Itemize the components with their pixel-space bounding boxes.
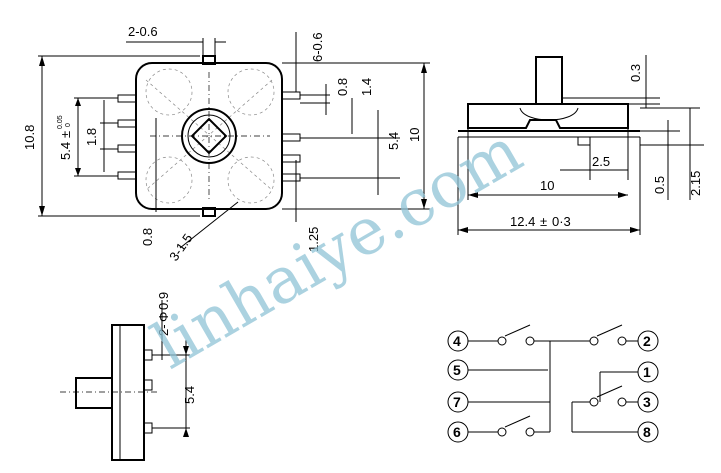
svg-text:6: 6 [453,424,461,440]
svg-text:±: ± [58,131,73,138]
svg-text:4: 4 [453,333,461,349]
dim-0.3: 0.3 [628,64,643,82]
svg-text:2: 2 [643,333,651,349]
dim-10-top: 10 [407,128,422,142]
schematic: 4 5 7 6 2 1 3 8 [447,324,659,443]
shaft-square [190,117,228,155]
contact-circle [145,68,193,116]
dim-6-0.6: 6-0.6 [310,32,325,62]
dim-5.4-front: 5.4 [182,386,197,404]
bottom-tab [202,207,216,217]
dim-10-side: 10 [540,178,554,193]
dim-1.8: 1.8 [84,128,99,146]
svg-text:1: 1 [643,364,651,380]
rotor-outer [181,108,237,164]
svg-text:±: ± [540,214,547,229]
top-view: 2-0.6 6-0.6 10.8 5.4 ± 0.05 0 1.8 0 [22,24,430,264]
svg-text:7: 7 [453,394,461,410]
contact-circle [227,156,275,204]
rotor-inner [187,114,231,158]
dim-2.5: 2.5 [592,154,610,169]
dim-1.4: 1.4 [359,78,374,96]
svg-text:5.4: 5.4 [58,142,73,160]
dim-0.5: 0.5 [652,176,667,194]
dim-5.4-right: 5.4 [386,132,401,150]
dim-12.4: 12.4 ± 0·3 [510,214,571,229]
dim-hole-dia: 2- Φ 0.9 [156,292,171,336]
contact-circle [145,156,193,204]
side-view: 0.3 2.5 10 12.4 ± 0·3 0.5 2.15 [457,55,704,235]
right-pins [281,91,301,182]
dim-0.8-right: 0.8 [335,78,350,96]
svg-text:2-: 2- [156,324,171,336]
svg-text:8: 8 [643,424,651,440]
svg-text:0.9: 0.9 [156,292,171,310]
svg-text:3: 3 [643,394,651,410]
svg-text:0: 0 [65,123,72,127]
dim-5.4-tolerance: 5.4 ± 0.05 0 [57,115,73,160]
svg-text:0·3: 0·3 [552,214,571,229]
contact-circle [227,68,275,116]
svg-text:0.05: 0.05 [57,115,64,129]
svg-text:Φ: Φ [156,312,171,322]
switch-body-outline [135,62,283,210]
dim-1.25: 1.25 [306,227,321,252]
front-view: 2- Φ 0.9 5.4 [60,292,197,461]
dim-2.15: 2.15 [688,171,703,196]
front-shaft [75,377,113,409]
svg-text:12.4: 12.4 [510,214,535,229]
dim-0.8-bottom: 0.8 [140,228,155,246]
front-body [111,324,145,461]
dim-10.8: 10.8 [22,125,37,150]
left-pins [117,94,137,180]
dim-2-0.6: 2-0.6 [128,24,158,39]
top-tab [202,55,216,65]
svg-text:5: 5 [453,362,461,378]
dim-3-1.5: 3-1.5 [166,231,195,264]
side-pin [577,136,591,146]
side-shaft [535,56,563,105]
